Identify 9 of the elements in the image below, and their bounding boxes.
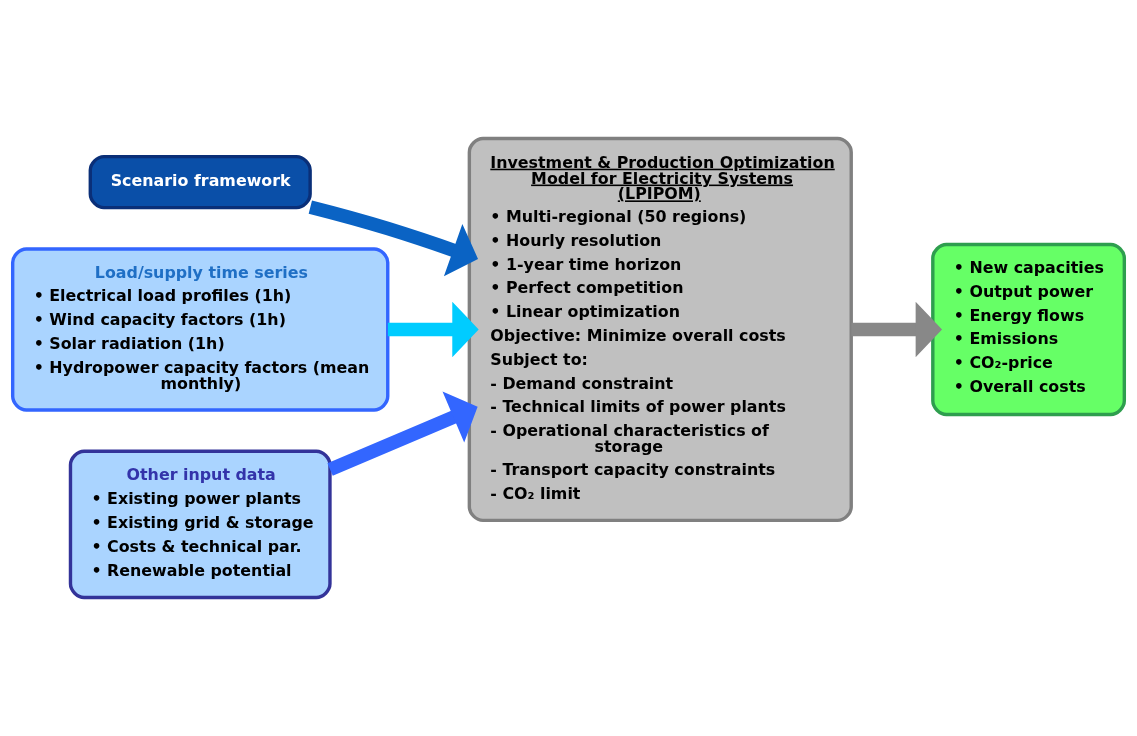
node-box: Investment & Production Optimization Model for Electricity Systems (LPIPOM) • Multi-regional (50 regions) • Hourly resolution • 1-year time horizon • Perfect competition • Linear optimization Objective: Minimize overall costs Subject to: - Demand constraint - Technical limits of power plants - Operational characteristics of storage - Transport capacity constraints - CO₂ limit [467, 136, 853, 523]
arrow [851, 301, 943, 358]
node-box: Load/supply time series • Electrical load profiles (1h) • Wind capacity factors (1h) • Solar radiation (1h) • Hydropower capacity factors (mean monthly) [11, 247, 390, 412]
arrow [387, 301, 479, 358]
arrow [308, 200, 479, 277]
node-box: Other input data • Existing power plants • Existing grid & storage • Costs & technical par. • Renewable potential [68, 449, 332, 600]
node-box: • New capacities • Output power • Energy flows • Emissions • CO₂-price • Overall costs [931, 242, 1126, 417]
arrow [327, 391, 478, 476]
node-box: Scenario framework [88, 154, 312, 210]
